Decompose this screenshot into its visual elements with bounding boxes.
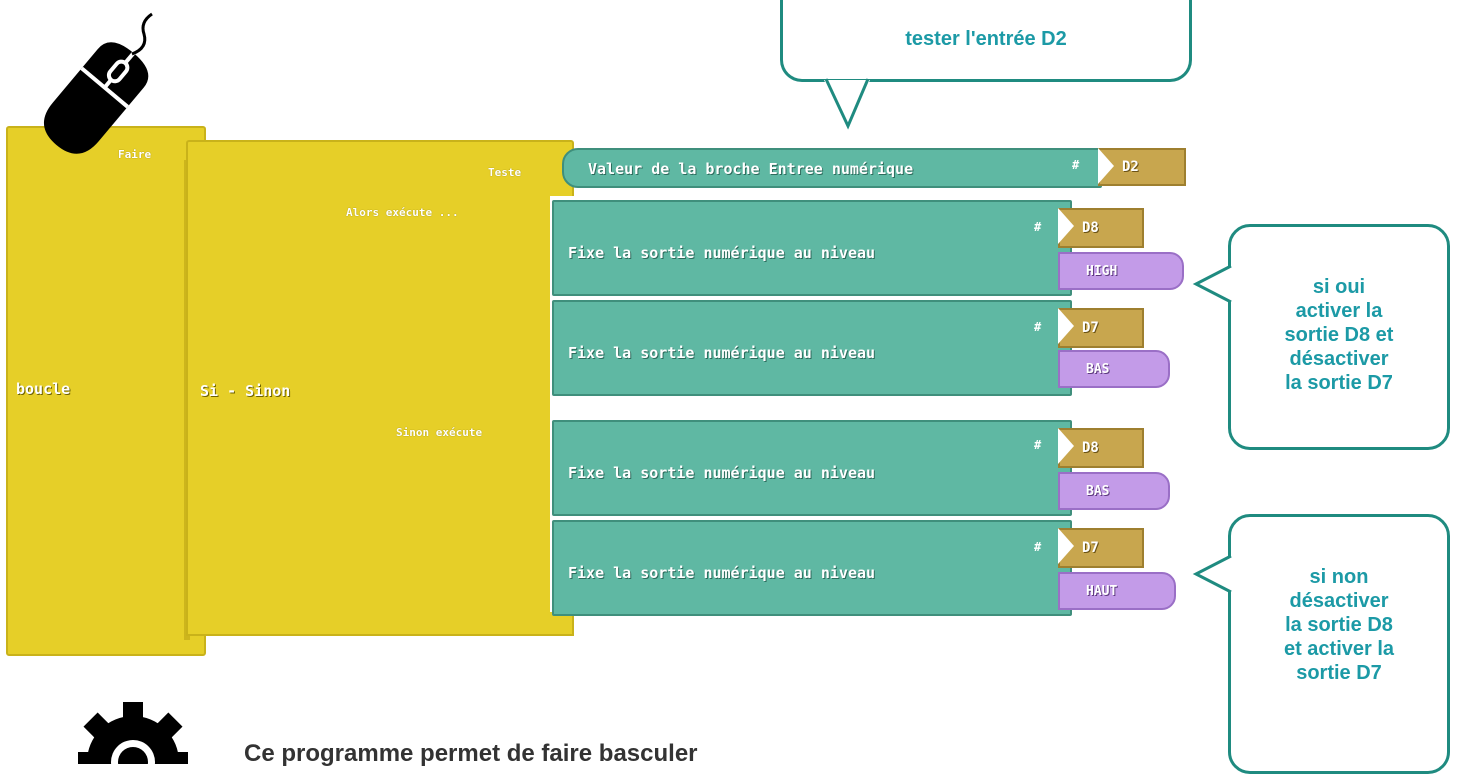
then-label: Alors exécute ... xyxy=(346,206,459,219)
loop-block[interactable] xyxy=(6,126,206,656)
action-block[interactable] xyxy=(552,200,1072,296)
condition-pin[interactable]: D2 xyxy=(1098,148,1186,186)
action-label: Fixe la sortie numérique au niveau xyxy=(568,344,876,362)
action-level-value: BAS xyxy=(1086,361,1110,377)
action-level-value: BAS xyxy=(1086,483,1110,499)
yes-callout-line: la sortie D7 xyxy=(1285,372,1393,394)
no-callout-pointer xyxy=(1192,554,1232,594)
action-pin[interactable]: D7 xyxy=(1058,528,1144,568)
else-label: Sinon exécute xyxy=(396,426,483,439)
if-else-name: Si - Sinon xyxy=(200,382,291,400)
action-block[interactable] xyxy=(552,520,1072,616)
no-callout-line: sortie D7 xyxy=(1296,662,1382,684)
action-level[interactable]: BAS xyxy=(1058,472,1170,510)
condition-hash: # xyxy=(1072,158,1080,172)
no-callout-line: si non xyxy=(1309,566,1369,588)
action-level[interactable]: HAUT xyxy=(1058,572,1176,610)
top-callout-pointer xyxy=(824,78,870,130)
action-level-value: HAUT xyxy=(1086,583,1118,599)
action-level-value: HIGH xyxy=(1086,263,1118,279)
loop-block-name: boucle xyxy=(16,380,71,398)
action-label: Fixe la sortie numérique au niveau xyxy=(568,244,876,262)
gear-icon xyxy=(78,702,188,764)
yes-callout-line: si oui xyxy=(1312,276,1366,298)
action-label: Fixe la sortie numérique au niveau xyxy=(568,464,876,482)
action-level[interactable]: BAS xyxy=(1058,350,1170,388)
loop-slot-label: Faire xyxy=(118,148,152,161)
action-hash: # xyxy=(1034,320,1042,334)
top-callout-text: tester l'entrée D2 xyxy=(905,27,1067,50)
if-else-bottom-cap xyxy=(186,612,574,636)
action-block[interactable] xyxy=(552,420,1072,516)
condition-label: Valeur de la broche Entree numérique xyxy=(588,160,914,178)
condition-block[interactable] xyxy=(562,148,1102,188)
top-callout: tester l'entrée D2 xyxy=(780,0,1192,82)
action-hash: # xyxy=(1034,438,1042,452)
condition-pin-value: D2 xyxy=(1122,159,1139,175)
no-callout: si non désactiver la sortie D8 et active… xyxy=(1228,514,1450,774)
action-pin[interactable]: D8 xyxy=(1058,208,1144,248)
yes-callout-line: activer la xyxy=(1295,300,1383,322)
action-pin[interactable]: D8 xyxy=(1058,428,1144,468)
no-callout-line: désactiver xyxy=(1289,590,1389,612)
yes-callout: si oui activer la sortie D8 et désactive… xyxy=(1228,224,1450,450)
yes-callout-line: sortie D8 et xyxy=(1284,324,1394,346)
yes-callout-line: désactiver xyxy=(1289,348,1389,370)
action-level[interactable]: HIGH xyxy=(1058,252,1184,290)
action-hash: # xyxy=(1034,540,1042,554)
action-label: Fixe la sortie numérique au niveau xyxy=(568,564,876,582)
mouse-icon xyxy=(44,12,153,154)
action-hash: # xyxy=(1034,220,1042,234)
action-pin-value: D7 xyxy=(1082,320,1099,336)
no-callout-line: la sortie D8 xyxy=(1285,614,1393,636)
action-block[interactable] xyxy=(552,300,1072,396)
action-pin-value: D7 xyxy=(1082,540,1099,556)
action-pin-value: D8 xyxy=(1082,220,1099,236)
yes-callout-pointer xyxy=(1192,264,1232,304)
action-pin-value: D8 xyxy=(1082,440,1099,456)
no-callout-line: et activer la xyxy=(1283,638,1395,660)
test-label: Teste xyxy=(488,166,522,179)
action-pin[interactable]: D7 xyxy=(1058,308,1144,348)
footer-text: Ce programme permet de faire basculer xyxy=(244,740,698,767)
